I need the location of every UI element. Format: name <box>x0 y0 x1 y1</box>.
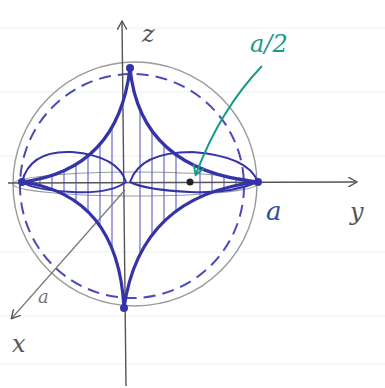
axis-label: x <box>12 332 26 356</box>
dimension-label: a <box>38 288 49 306</box>
axis-label: y <box>350 200 364 224</box>
dimension-label: a/2 <box>250 32 288 56</box>
dimension-label: a <box>266 198 282 224</box>
axis-label: z <box>142 22 155 46</box>
